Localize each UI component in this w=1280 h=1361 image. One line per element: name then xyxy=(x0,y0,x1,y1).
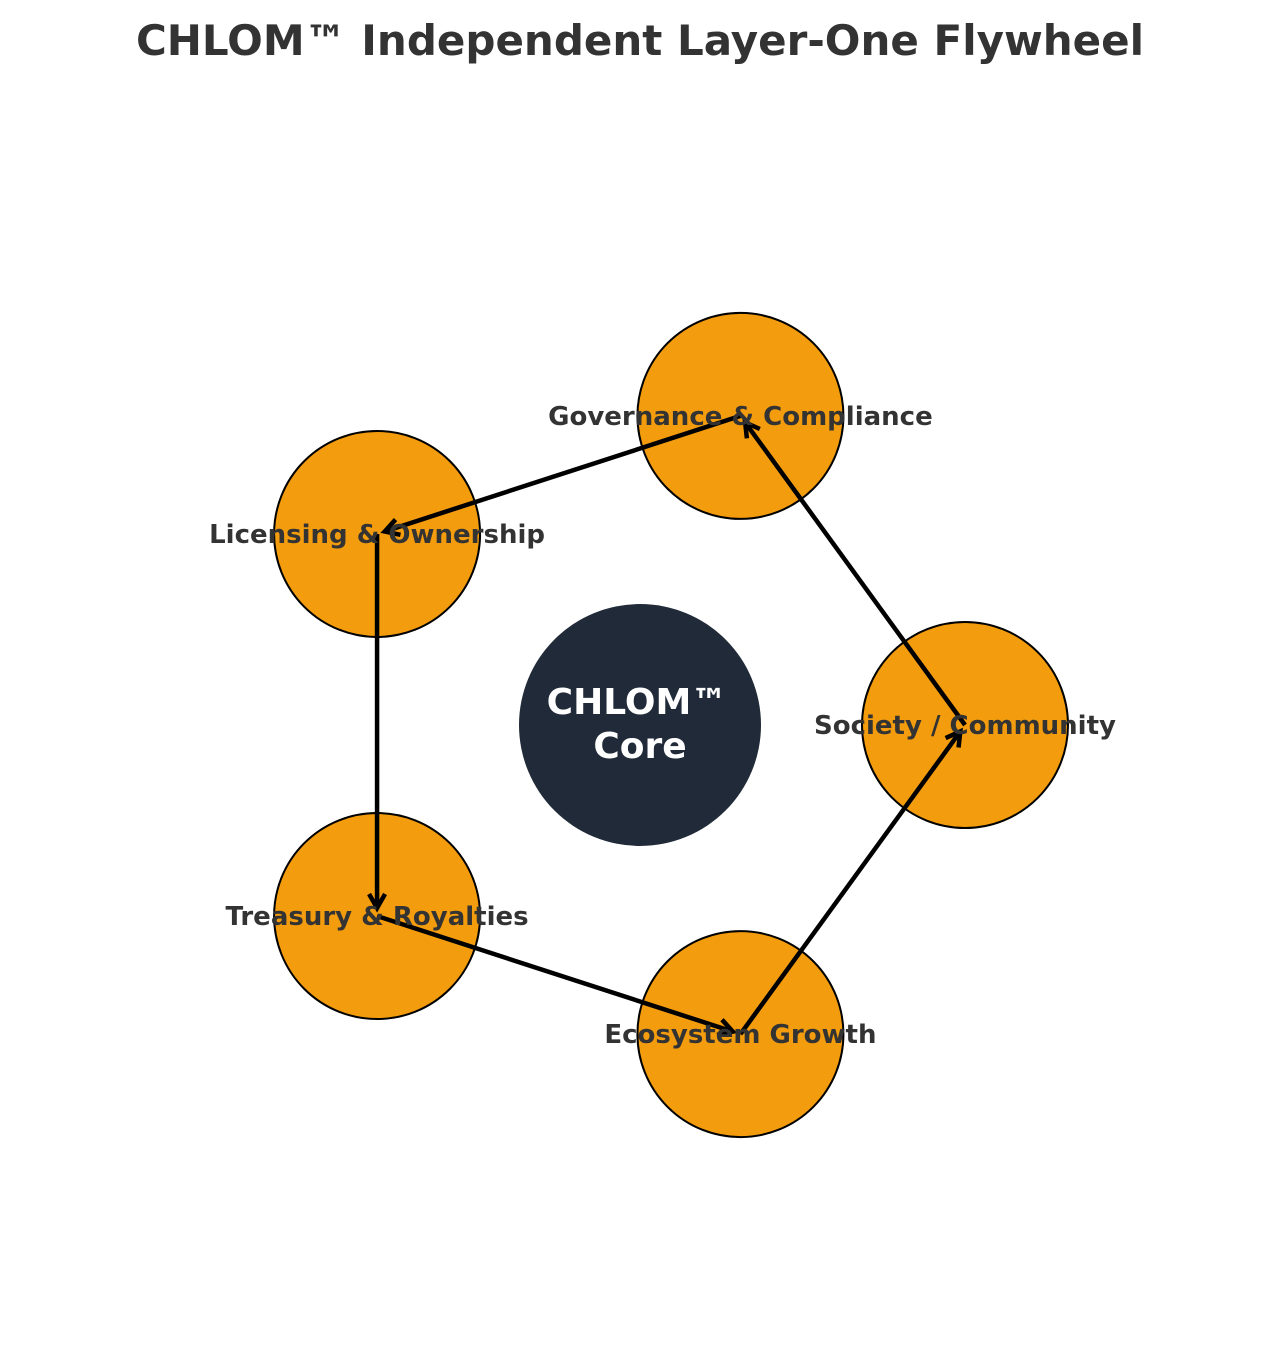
arrowhead-icon xyxy=(742,418,761,439)
node-label-licensing: Licensing & Ownership xyxy=(209,520,545,550)
core-label-line1: CHLOM™ xyxy=(547,682,728,723)
node-label-governance: Governance & Compliance xyxy=(548,402,933,432)
edge-licensing-to-treasury xyxy=(367,533,388,913)
arrowhead-icon xyxy=(367,892,388,913)
edges-layer xyxy=(367,413,967,1038)
arrowhead-icon xyxy=(716,1018,738,1038)
diagram-title: CHLOM™ Independent Layer-One Flywheel xyxy=(136,16,1144,65)
edge-ecosystem-to-society xyxy=(738,727,963,1036)
edge-governance-to-licensing xyxy=(380,413,742,537)
arrowhead-icon xyxy=(380,518,401,537)
core-node: CHLOM™ Core xyxy=(519,604,761,846)
edge-society-to-governance xyxy=(742,418,967,727)
node-label-society: Society / Community xyxy=(814,711,1116,741)
edge-line xyxy=(376,913,734,1034)
edge-treasury-to-ecosystem xyxy=(376,913,738,1038)
node-label-ecosystem: Ecosystem Growth xyxy=(604,1020,876,1050)
core-label-line2: Core xyxy=(593,726,686,767)
node-label-treasury: Treasury & Royalties xyxy=(225,902,528,932)
arrowhead-icon xyxy=(944,727,963,748)
edge-line xyxy=(383,413,742,534)
edge-line xyxy=(743,421,967,727)
core-circle xyxy=(519,604,761,846)
edge-line xyxy=(738,730,963,1036)
